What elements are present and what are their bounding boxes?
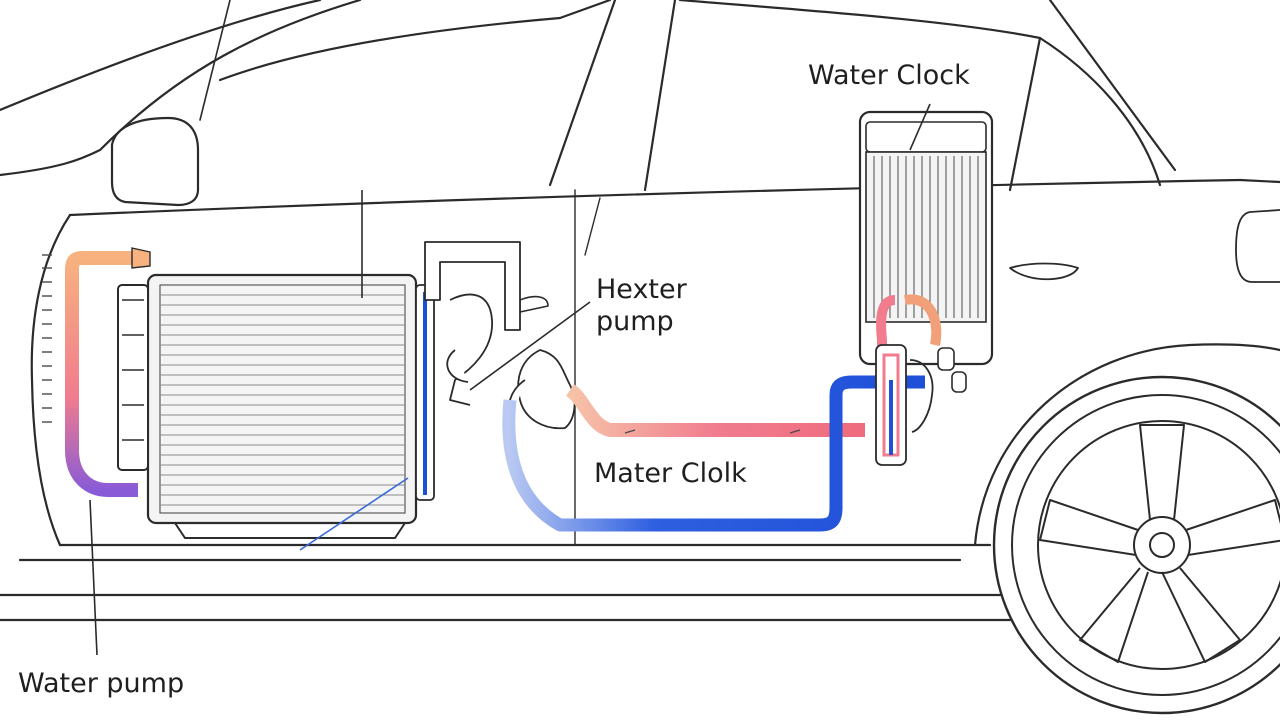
water-clock-leader (909, 103, 931, 151)
heater-pump-label: Hexter pump (596, 274, 687, 337)
cold-accent-line (299, 477, 409, 551)
heater-valve-icon (875, 294, 967, 466)
heater-pump-leader (469, 301, 591, 391)
water-pump-label: Water pump (18, 668, 185, 699)
water-pump-leader (89, 499, 98, 656)
heater-hose-cold (502, 375, 925, 532)
radiator-icon (117, 269, 439, 539)
car-body (0, 0, 1280, 622)
heater-hose-hot (565, 384, 865, 437)
side-mirror-icon (110, 116, 200, 207)
water-clock-label: Water Clock (808, 60, 970, 91)
wheel-icon (992, 375, 1280, 715)
hot-coolant-hose (65, 247, 151, 497)
mater-clolk-label: Mater Clolk (594, 458, 747, 489)
flow-marks (624, 429, 801, 434)
heater-pump-icon (424, 241, 576, 430)
front-grille (42, 254, 52, 423)
